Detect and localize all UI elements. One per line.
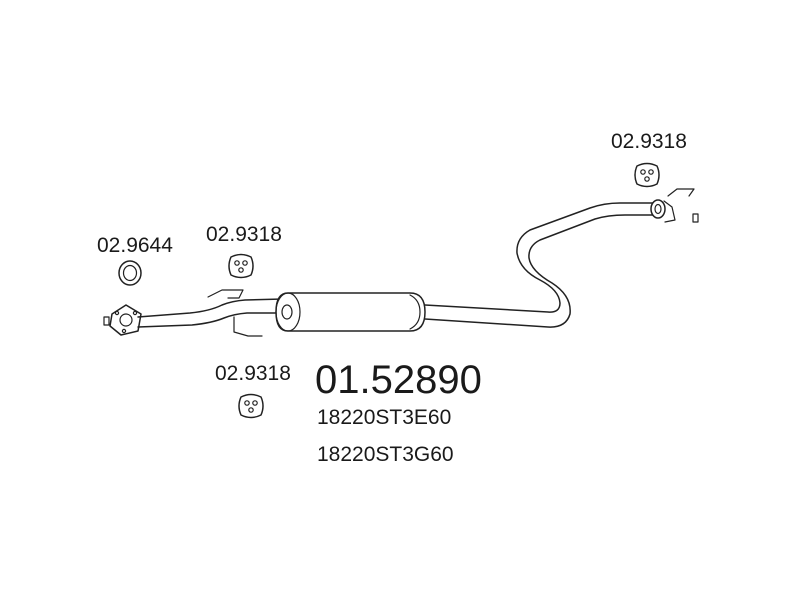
rubber-mount-callout-label-lower: 02.9318 <box>215 362 291 385</box>
oem-number-2: 18220ST3G60 <box>317 443 454 466</box>
inlet-flange <box>109 304 142 336</box>
rear-hanger-bracket <box>667 188 695 197</box>
front-hanger-bracket <box>207 289 244 299</box>
outlet-flange <box>650 199 676 223</box>
rubber-mount-icon-rear <box>634 162 660 188</box>
rubber-mount-icon-upper <box>228 253 254 279</box>
inlet-end-marker <box>103 316 110 326</box>
muffler <box>275 292 426 332</box>
exhaust-pipe-assembly <box>103 188 699 337</box>
gasket-callout-label: 02.9644 <box>97 234 173 257</box>
rubber-mount-callout-label-upper: 02.9318 <box>206 223 282 246</box>
front-hanger-bracket-lower <box>233 316 263 337</box>
gasket-ring-icon <box>118 260 142 286</box>
rubber-mount-callout-label-rear: 02.9318 <box>611 130 687 153</box>
rubber-mount-icon-lower <box>238 393 264 419</box>
oem-number-1: 18220ST3E60 <box>317 406 451 429</box>
main-part-number: 01.52890 <box>315 358 482 402</box>
outlet-end-marker <box>692 213 699 223</box>
